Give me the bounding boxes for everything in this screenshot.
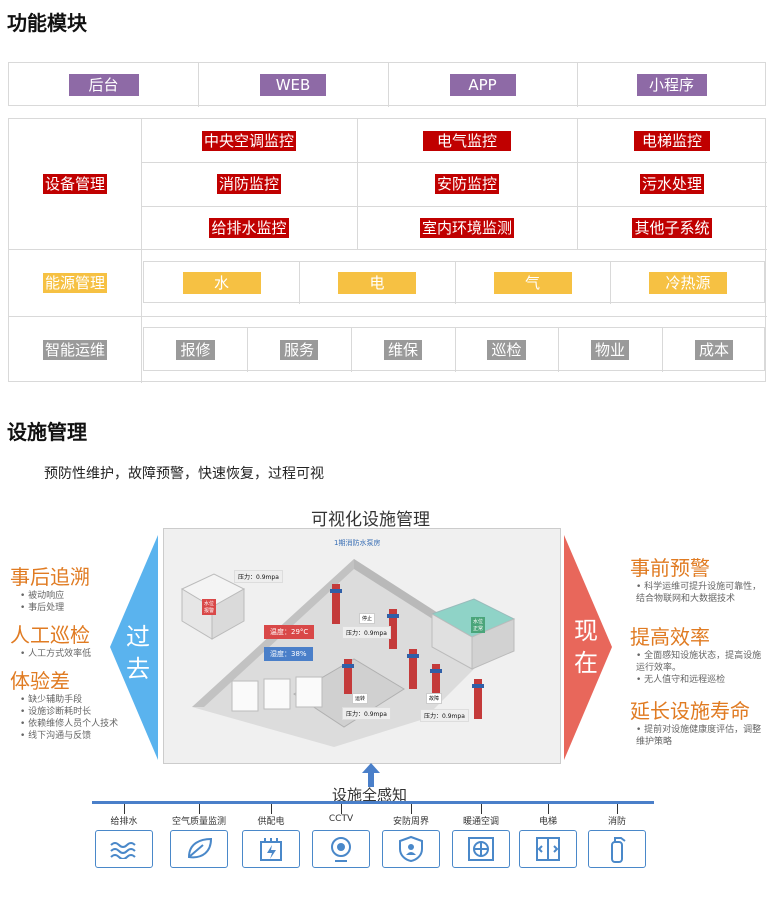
up-arrow-icon [362, 763, 380, 787]
sensor-label-hvac: 暖通空调 [462, 817, 499, 827]
present-head-1: 事前预警 [630, 556, 710, 580]
equipment-other: 其他子系统 [632, 217, 712, 238]
present-head-3: 延长设施寿命 [630, 699, 750, 723]
status-fault: 故障 [426, 693, 443, 704]
tank-alarm-badge: 水位 报警 [202, 599, 217, 615]
present-bullet: 科学运维可提升设施可靠性，结合物联网和大数据技术 [636, 581, 765, 605]
facilities-subtitle: 预防性维护，故障预警，快速恢复，过程可视 [44, 466, 324, 482]
equipment-elevator: 电梯监控 [633, 130, 710, 151]
past-bullet: 人工方式效率低 [20, 648, 120, 660]
past-bullet: 设施诊断耗时长 [20, 706, 125, 718]
platform-app: APP [449, 74, 516, 96]
camera-icon [312, 830, 370, 868]
shield-icon [382, 830, 440, 868]
ops-repair: 报修 [176, 340, 215, 360]
past-bullet: 依赖维修人员个人技术 [20, 718, 125, 730]
sensor-label-air: 空气质量监测 [171, 817, 226, 827]
present-bullet: 无人值守和远程巡检 [636, 674, 765, 686]
leaf-icon [170, 830, 228, 868]
present-bullet: 全面感知设施状态，提高设施运行效率。 [636, 650, 765, 674]
ops-property: 物业 [590, 340, 629, 360]
status-stop: 停止 [359, 613, 376, 624]
equipment-electrical: 电气监控 [422, 130, 511, 151]
present-group-3: 延长设施寿命 提前对设施健康度评估，调整维护策略 [630, 695, 765, 748]
platform-row: 后台 WEB APP 小程序 [8, 62, 766, 107]
pump-room-panel: 1期消防水泵房 [163, 528, 561, 764]
present-arrow [564, 535, 612, 760]
facility-infographic: 可视化设施管理 过 去 现 在 事后追溯 被动响应 事后处理 人工巡检 人工方式… [0, 495, 773, 895]
past-head-3: 体验差 [10, 669, 70, 693]
elevator-icon [519, 830, 577, 868]
platform-miniprogram: 小程序 [636, 74, 707, 96]
room-illustration [180, 559, 516, 747]
fire-extinguisher-icon [588, 830, 646, 868]
tank-normal-badge: 水位 正常 [471, 617, 486, 633]
equipment-indoor-env: 室内环境监测 [419, 217, 514, 238]
ops-cost: 成本 [694, 340, 733, 360]
sensor-label-power: 供配电 [257, 817, 285, 827]
sensor-label-perimeter: 安防周界 [392, 817, 429, 827]
pressure-readout: 压力：0.9mpa [342, 707, 391, 720]
sensor-label-cctv: CCTV [328, 814, 354, 824]
sensor-bus-line [92, 801, 654, 804]
present-char-2: 在 [574, 649, 598, 677]
past-group-3: 体验差 缺少辅助手段 设施诊断耗时长 依赖维修人员个人技术 线下沟通与反馈 [10, 665, 125, 742]
present-group-2: 提高效率 全面感知设施状态，提高设施运行效率。 无人值守和远程巡检 [630, 621, 765, 686]
ops-inspection: 巡检 [487, 340, 526, 360]
energy-water: 水 [182, 272, 261, 294]
module-table: 设备管理 中央空调监控 电气监控 电梯监控 消防监控 安防监控 污水处理 给排水… [8, 118, 767, 383]
past-bullet: 缺少辅助手段 [20, 694, 125, 706]
equipment-sewage: 污水处理 [639, 174, 704, 194]
past-head-1: 事后追溯 [10, 565, 90, 589]
ops-maintenance: 维保 [383, 340, 422, 360]
equipment-hvac: 中央空调监控 [201, 130, 296, 151]
sensor-label-elevator: 电梯 [538, 817, 557, 827]
pressure-readout: 压力：0.9mpa [234, 570, 283, 583]
pressure-readout: 压力：0.9mpa [342, 626, 391, 639]
pressure-readout: 压力：0.9mpa [420, 709, 469, 722]
past-head-2: 人工巡检 [10, 623, 90, 647]
humidity-readout: 湿度：38% [264, 647, 313, 661]
present-head-2: 提高效率 [630, 625, 710, 649]
water-icon [95, 830, 153, 868]
power-icon [242, 830, 300, 868]
past-group-2: 人工巡检 人工方式效率低 [10, 619, 120, 660]
room-title: 1期消防水泵房 [334, 539, 381, 547]
section-title-facilities: 设施管理 [7, 420, 87, 444]
equipment-fire: 消防监控 [216, 174, 281, 194]
energy-gas: 气 [493, 272, 572, 294]
equipment-management-label: 设备管理 [42, 174, 107, 194]
equipment-water-supply: 给排水监控 [209, 217, 289, 238]
past-bullet: 事后处理 [20, 602, 120, 614]
energy-hvac-source: 冷热源 [649, 272, 727, 294]
past-bullet: 被动响应 [20, 590, 120, 602]
smart-ops-label: 智能运维 [42, 339, 107, 360]
sensing-label: 设施全感知 [332, 786, 408, 804]
ops-service: 服务 [279, 340, 318, 360]
present-bullet: 提前对设施健康度评估，调整维护策略 [636, 724, 765, 748]
equipment-security: 安防监控 [434, 174, 499, 194]
energy-electricity: 电 [338, 272, 416, 294]
platform-web: WEB [260, 74, 326, 96]
past-arrow [110, 535, 158, 760]
diagram-title: 可视化设施管理 [311, 510, 430, 530]
temperature-readout: 温度：29°C [264, 625, 315, 639]
sensor-label-water: 给排水 [110, 817, 138, 827]
sensor-label-fire: 消防 [607, 817, 626, 827]
present-char-1: 现 [574, 617, 598, 645]
past-char-1: 过 [126, 623, 150, 651]
past-char-2: 去 [126, 655, 150, 683]
present-group-1: 事前预警 科学运维可提升设施可靠性，结合物联网和大数据技术 [630, 552, 765, 605]
past-group-1: 事后追溯 被动响应 事后处理 [10, 561, 120, 614]
past-bullet: 线下沟通与反馈 [20, 730, 125, 742]
platform-backend: 后台 [68, 74, 139, 96]
status-run: 运转 [352, 693, 369, 704]
energy-management-label: 能源管理 [42, 272, 107, 293]
fan-icon [452, 830, 510, 868]
section-title-modules: 功能模块 [7, 11, 87, 35]
